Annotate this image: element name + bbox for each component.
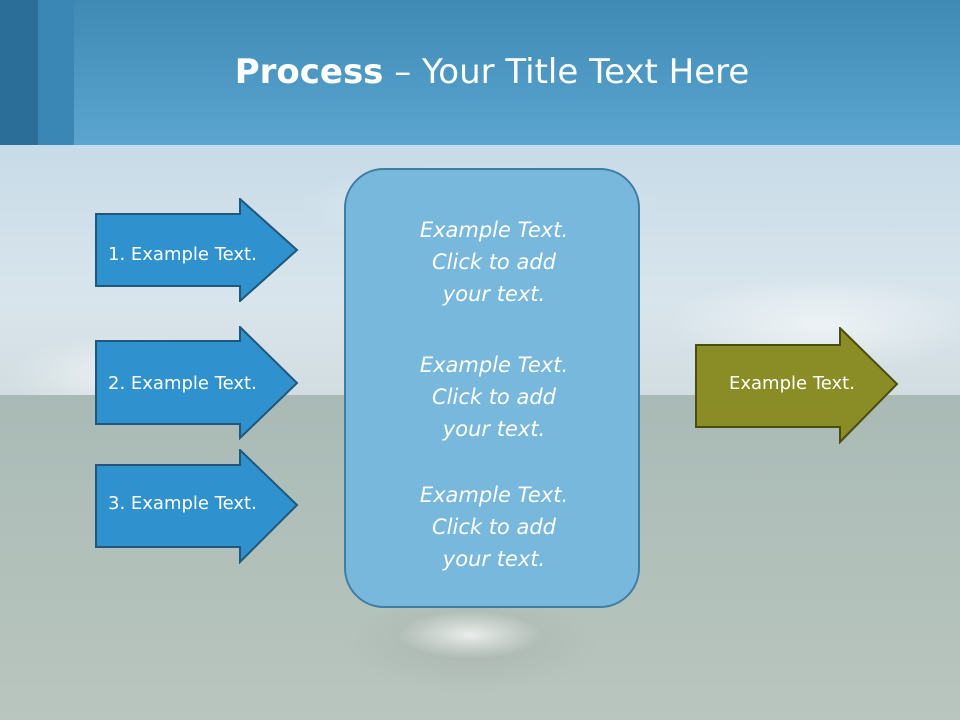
center-text-block-1: Example Text. Click to add your text.: [346, 214, 642, 310]
arrow-shape: [95, 449, 299, 565]
title-rest: – Your Title Text Here: [383, 52, 750, 92]
text-line: your text.: [442, 282, 546, 306]
center-text-block-3: Example Text. Click to add your text.: [346, 479, 642, 575]
center-text-block-2: Example Text. Click to add your text.: [346, 349, 642, 445]
process-arrow-label: 1. Example Text.: [108, 244, 257, 265]
process-arrow-3[interactable]: 3. Example Text.: [95, 449, 300, 565]
text-line: Click to add: [431, 385, 556, 409]
text-line: Example Text.: [419, 218, 569, 242]
process-arrow-1[interactable]: 1. Example Text.: [95, 198, 300, 302]
arrow-shape: [95, 326, 299, 440]
result-arrow[interactable]: Example Text.: [695, 327, 900, 445]
text-line: Example Text.: [419, 483, 569, 507]
result-arrow-label: Example Text.: [729, 373, 855, 394]
text-line: your text.: [442, 417, 546, 441]
arrow-shape: [695, 327, 899, 445]
header-band: Process – Your Title Text Here: [0, 0, 960, 145]
process-arrow-label: 3. Example Text.: [108, 493, 257, 514]
process-arrow-label: 2. Example Text.: [108, 373, 257, 394]
text-line: your text.: [442, 547, 546, 571]
header-accent-bar: [38, 0, 74, 145]
title-bold: Process: [234, 52, 384, 92]
process-arrow-2[interactable]: 2. Example Text.: [95, 326, 300, 440]
arrow-shape: [95, 198, 299, 302]
text-line: Click to add: [431, 515, 556, 539]
header-accent-bar: [0, 0, 38, 145]
center-text-box[interactable]: Example Text. Click to add your text. Ex…: [344, 168, 640, 608]
text-line: Click to add: [431, 250, 556, 274]
slide-title[interactable]: Process – Your Title Text Here: [0, 52, 960, 92]
text-line: Example Text.: [419, 353, 569, 377]
